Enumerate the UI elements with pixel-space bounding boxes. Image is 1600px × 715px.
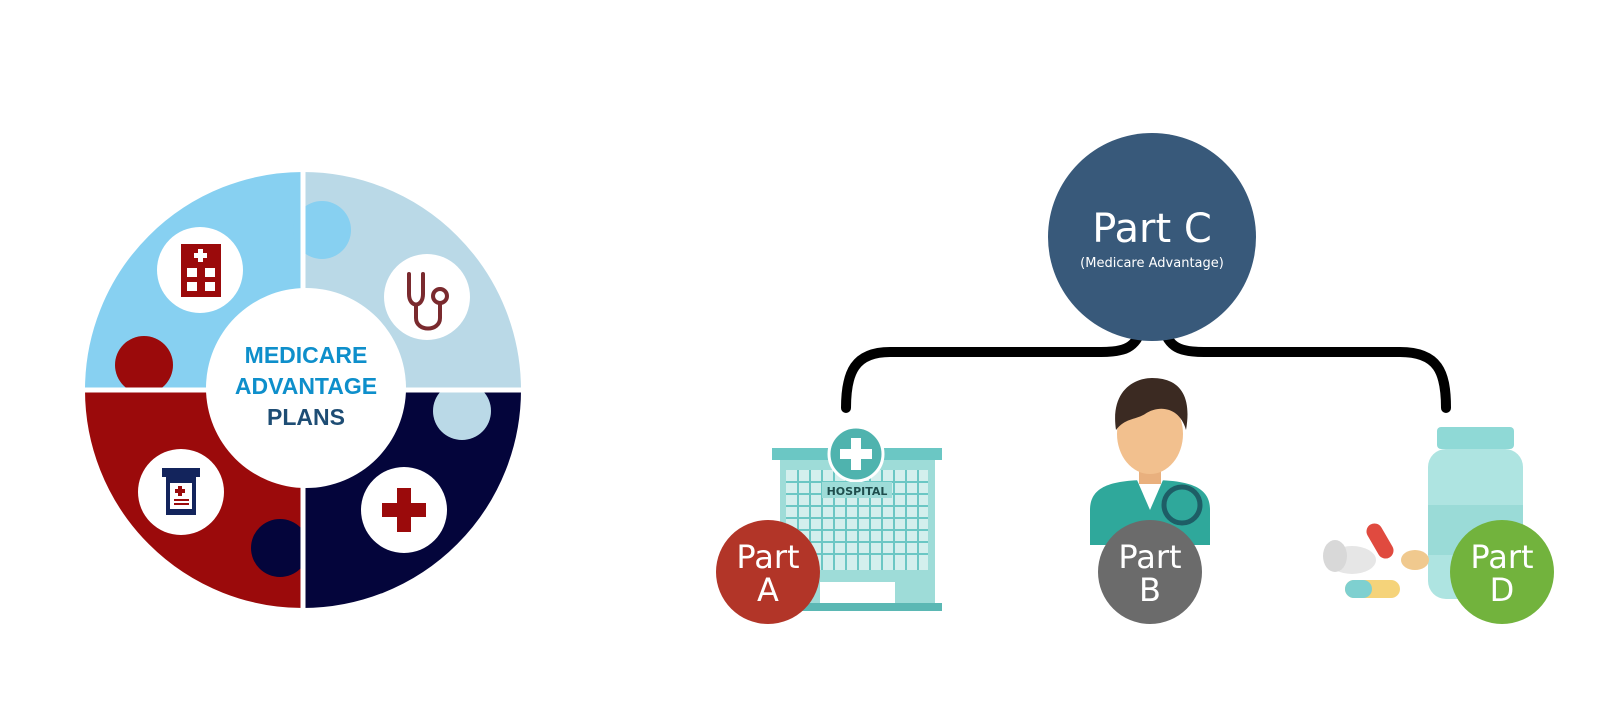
part-b-label-line1: Part xyxy=(1118,538,1181,576)
part-d-label-line2: D xyxy=(1490,571,1515,609)
part-a-label-line2: A xyxy=(757,571,779,609)
part-d-node xyxy=(1450,520,1554,624)
puzzle-center xyxy=(206,288,406,488)
doctor-icon xyxy=(1090,378,1210,545)
part-c-subtitle: (Medicare Advantage) xyxy=(1080,256,1224,271)
puzzle-title-line2: ADVANTAGE xyxy=(235,373,377,399)
medical-cross-icon xyxy=(382,488,426,532)
puzzle-tab-red xyxy=(115,336,173,394)
part-b-node xyxy=(1098,520,1202,624)
connector-part-d xyxy=(1160,328,1451,413)
part-b-label-line2: B xyxy=(1139,571,1161,609)
prescription-bottle-icon xyxy=(162,468,200,515)
hospital-sign: HOSPITAL xyxy=(827,485,888,498)
puzzle-tab-light-blue xyxy=(293,201,351,259)
puzzle-circle: MEDICARE ADVANTAGE PLANS xyxy=(82,169,524,611)
part-d-label-line1: Part xyxy=(1470,538,1533,576)
part-a-node xyxy=(716,520,820,624)
puzzle-title-line1: MEDICARE xyxy=(245,342,368,368)
puzzle-tab-navy xyxy=(251,519,309,577)
part-c-node xyxy=(1048,133,1256,341)
stethoscope-icon xyxy=(407,272,449,331)
puzzle-title-line3: PLANS xyxy=(267,404,345,430)
connector-part-a xyxy=(841,328,1145,413)
part-c-title: Part C xyxy=(1092,206,1212,252)
hierarchy: Part C (Medicare Advantage) xyxy=(716,133,1554,624)
puzzle-tab-pale-blue xyxy=(433,382,491,440)
hospital-building-icon xyxy=(181,244,221,297)
part-a-label-line1: Part xyxy=(736,538,799,576)
